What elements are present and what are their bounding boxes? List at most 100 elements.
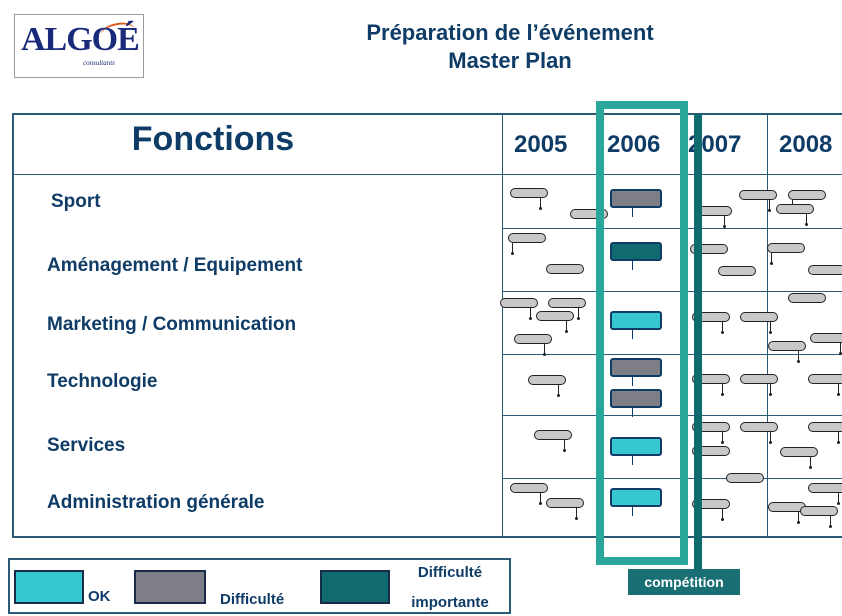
milestone-stem [530,308,531,318]
task-box-stem [632,207,633,217]
milestone-bar [536,311,574,321]
row-label-administration: Administration générale [47,492,265,513]
milestone-stem [558,385,559,395]
row-divider [502,354,842,355]
milestone-stem [722,432,723,442]
row-label-sport: Sport [51,191,101,212]
milestone-bar [692,374,730,384]
year-2008: 2008 [779,131,833,158]
legend-label-ok: OK [88,588,111,605]
legend [8,558,511,614]
milestone-stem [722,322,723,332]
milestone-bar [808,483,842,493]
milestone-stem [771,253,772,263]
milestone-bar [739,190,777,200]
milestone-dot [529,317,532,320]
milestone-stem [838,384,839,394]
milestone-stem [810,457,811,467]
row-label-marketing: Marketing / Communication [47,314,297,335]
legend-swatch-difficulte [134,570,206,604]
milestone-stem [576,508,577,518]
milestone-bar [767,243,805,253]
milestone-dot [721,441,724,444]
milestone-bar [718,266,756,276]
task-box-stem [632,376,633,386]
milestone-stem [770,432,771,442]
milestone-bar [788,190,826,200]
legend-label-difficulte-importante-1: Difficulté [417,564,483,581]
column-divider [767,113,768,538]
row-divider [502,478,842,479]
legend-label-difficulte-importante-2: importante [411,594,489,611]
milestone-stem [770,322,771,332]
page-title-line1: Préparation de l’événement [366,20,654,45]
milestone-bar [776,204,814,214]
milestone-dot [797,521,800,524]
milestone-bar [500,298,538,308]
milestone-stem [512,243,513,253]
milestone-bar [570,209,608,219]
milestone-dot [539,207,542,210]
milestone-dot [770,262,773,265]
page-title-line2: Master Plan [448,48,572,73]
milestone-bar [692,446,730,456]
milestone-dot [577,317,580,320]
task-box-2006-difficulte [610,358,662,377]
milestone-bar [740,312,778,322]
milestone-stem [798,512,799,522]
milestone-bar [546,498,584,508]
milestone-stem [770,384,771,394]
milestone-dot [837,393,840,396]
milestone-dot [557,394,560,397]
milestone-bar [534,430,572,440]
milestone-bar [508,233,546,243]
milestone-dot [829,525,832,528]
milestone-stem [564,440,565,450]
milestone-bar [808,374,842,384]
milestone-bar [780,447,818,457]
task-box-2006-difficulte-importante [610,242,662,261]
row-label-technologie: Technologie [47,371,158,392]
milestone-dot [721,518,724,521]
milestone-dot [769,441,772,444]
milestone-dot [797,360,800,363]
milestone-bar [740,422,778,432]
milestone-stem [544,344,545,354]
milestone-bar [726,473,764,483]
logo-name: ALGOÉ [21,21,140,58]
milestone-bar [788,293,826,303]
task-box-stem [632,260,633,270]
milestone-bar [808,422,842,432]
milestone-dot [805,223,808,226]
milestone-dot [769,393,772,396]
row-divider [502,228,842,229]
milestone-dot [809,466,812,469]
milestone-stem [722,384,723,394]
milestone-stem [566,321,567,331]
milestone-stem [769,200,770,210]
milestone-stem [724,216,725,226]
row-label-services: Services [47,435,126,456]
milestone-bar [528,375,566,385]
milestone-dot [565,330,568,333]
milestone-bar [510,483,548,493]
milestone-dot [837,441,840,444]
milestone-stem [806,214,807,224]
milestone-dot [563,449,566,452]
milestone-stem [540,493,541,503]
task-box-stem [632,329,633,339]
task-box-stem [632,455,633,465]
milestone-dot [575,517,578,520]
row-divider [12,174,842,175]
milestone-bar [510,188,548,198]
task-box-2006-ok [610,488,662,507]
legend-swatch-ok [14,570,84,604]
milestone-dot [768,209,771,212]
milestone-stem [722,509,723,519]
milestone-dot [769,331,772,334]
row-divider [502,415,842,416]
milestone-stem [838,493,839,503]
task-box-2006-ok [610,437,662,456]
milestone-dot [539,502,542,505]
milestone-stem [838,432,839,442]
